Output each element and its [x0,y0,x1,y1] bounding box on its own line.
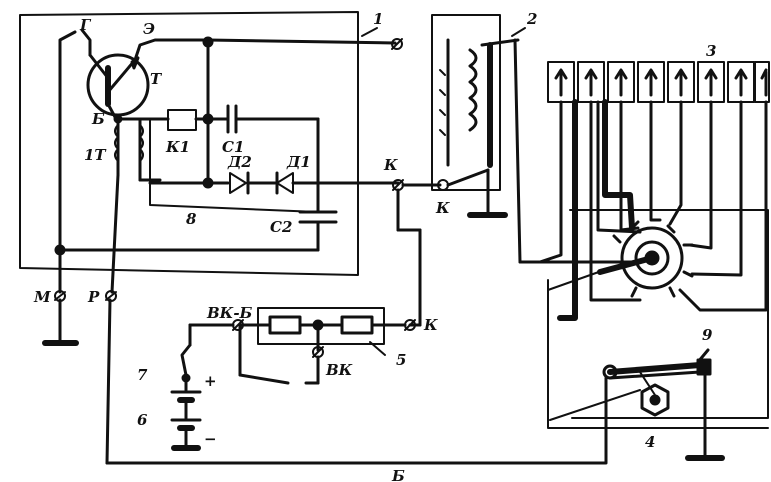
terminal-vkb [188,319,244,347]
label-m-terminal: М [33,288,51,306]
distributor-housing [547,209,769,429]
label-resistor-5: 5 [396,351,406,369]
label-c2: С2 [270,218,292,236]
label-plus: + [204,372,217,390]
label-loop-8: 8 [186,210,197,228]
spark-plugs [547,61,770,103]
loop-8 [149,118,319,213]
terminal-k-top [392,179,422,327]
transformer-1t [113,114,162,182]
breaker-feed-wire [105,376,608,465]
transistor-t [86,53,150,119]
ht-leads [538,99,768,321]
breaker-assembly [547,267,725,461]
ground-terminal-m [42,253,79,346]
label-k-mid: К [435,199,450,217]
battery [170,390,202,451]
label-d2: Д2 [227,153,252,171]
transistor-leads [58,28,210,257]
label-b: Б [91,110,105,128]
label-plugs-3: 3 [706,42,716,60]
label-unit-1: 1 [373,10,383,28]
label-g: Г [79,16,92,34]
label-t: Т [150,70,163,88]
resistor-unit [238,307,416,385]
top-bus [202,36,397,185]
k1-c1-row [148,104,320,214]
switch-unit-housing [19,11,359,276]
label-1t: 1Т [84,146,107,164]
ignition-switch [180,343,192,392]
label-contact-9: 9 [702,326,713,344]
distributor-cap [597,220,694,298]
label-k-right: К [423,316,438,334]
label-k1: К1 [165,138,190,156]
terminal-1 [391,38,403,50]
capacitor-c2 [54,210,338,256]
label-d1: Д1 [286,153,311,171]
label-breaker-4: 4 [645,433,655,451]
label-coil-2: 2 [526,10,537,28]
label-c1: С1 [222,138,244,156]
label-battery-6: 6 [137,411,148,429]
terminal-p [105,173,120,465]
label-p-terminal: Р [87,288,100,306]
label-k-top: К [383,156,398,174]
label-b-bottom: Б [391,467,405,482]
label-minus: − [204,430,217,448]
diode-row [148,171,400,195]
label-vk: ВК [325,361,353,379]
label-e: Э [143,20,155,38]
ignition-coil [401,14,642,264]
label-switch-7: 7 [137,366,148,384]
label-vkb: ВК-Б [206,304,253,322]
